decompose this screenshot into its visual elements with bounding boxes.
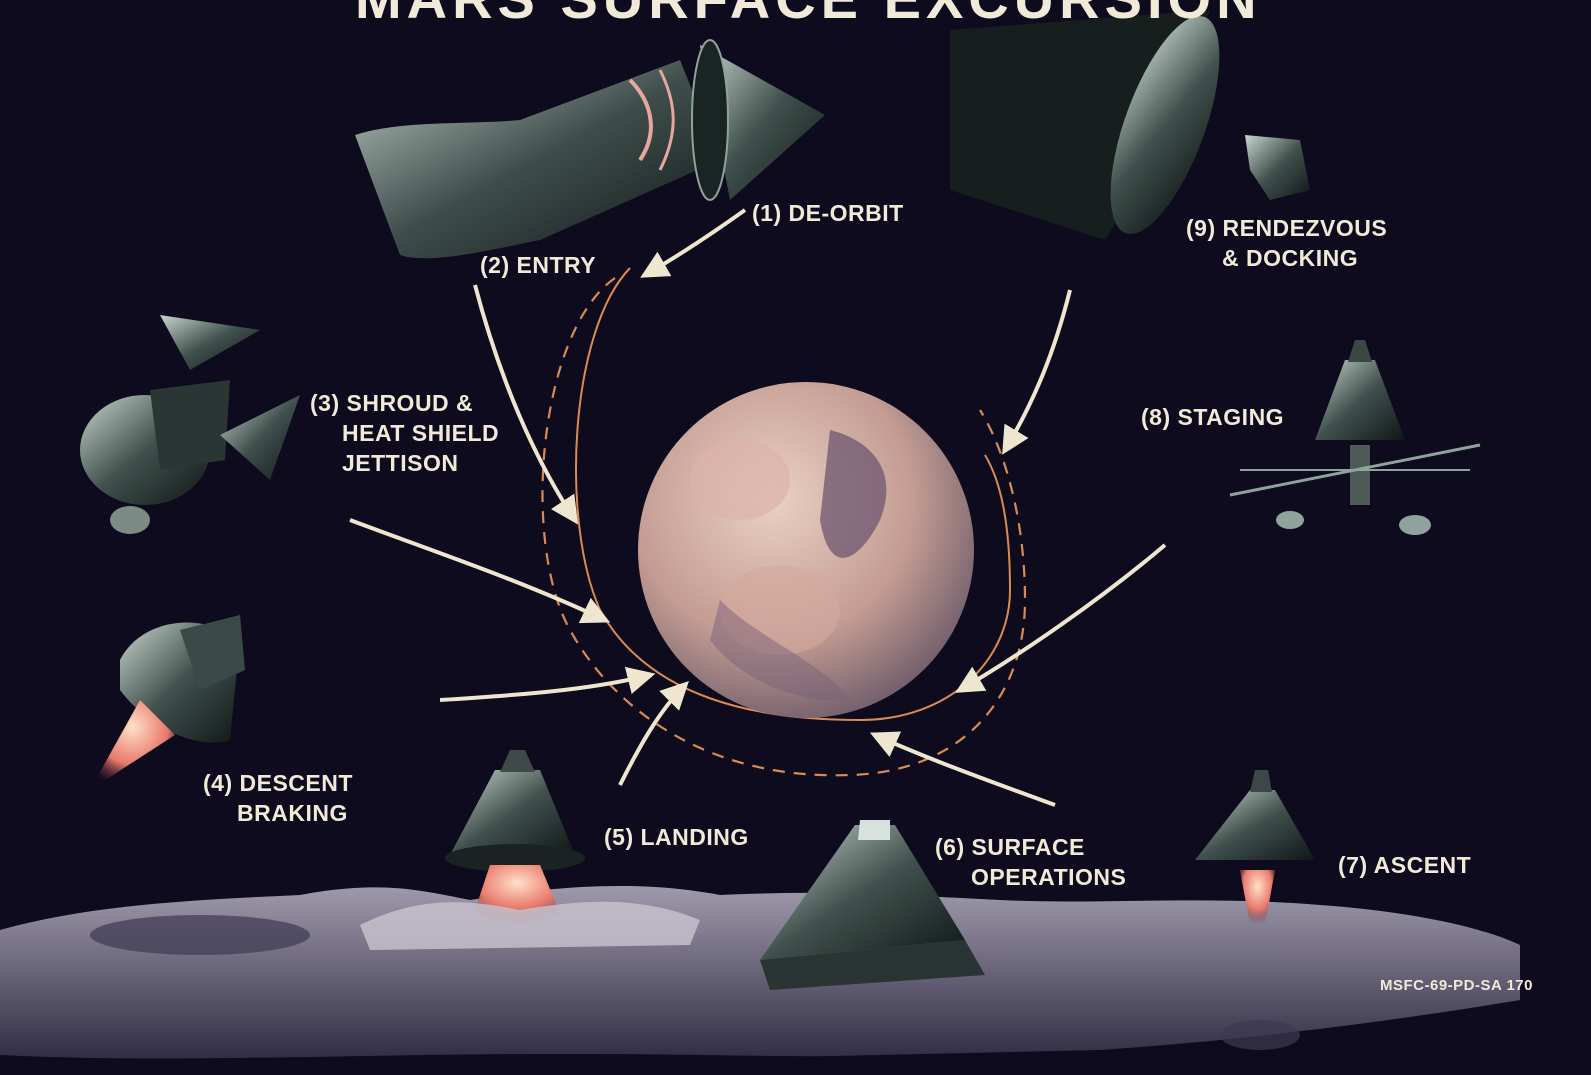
step-4-line-1: (4) DESCENT <box>203 770 353 796</box>
arrow-ascent <box>955 543 1167 693</box>
step-3-line-3: JETTISON <box>342 450 459 476</box>
flow-arrows <box>349 208 1167 807</box>
crater <box>90 915 310 955</box>
step-8-label: (8) STAGING <box>1141 402 1284 432</box>
step-1-label: (1) DE-ORBIT <box>752 198 904 228</box>
step-3-label: (3) SHROUD & HEAT SHIELD JETTISON <box>310 388 499 478</box>
landing-vehicle <box>360 750 700 950</box>
descent-orbit <box>541 277 1027 777</box>
step-6-line-1: (6) SURFACE <box>935 834 1085 860</box>
arrow-entry <box>473 284 579 525</box>
step-3-line-1: (3) SHROUD & <box>310 390 474 416</box>
step-3-line-2: HEAT SHIELD <box>342 420 500 446</box>
step-9-line-1: (9) RENDEZVOUS <box>1186 215 1388 241</box>
ascent-vehicle <box>1195 770 1315 925</box>
surface-vehicle <box>760 820 985 990</box>
jettison-vehicle <box>80 315 300 534</box>
crater <box>1220 1020 1300 1050</box>
image-code: MSFC-69-PD-SA 170 <box>1380 977 1533 994</box>
step-9-line-2: & DOCKING <box>1222 245 1359 271</box>
mars-planet <box>638 382 974 718</box>
arrow-staging <box>1002 289 1072 455</box>
arrow-deorbit <box>640 208 747 278</box>
step-4-line-2: BRAKING <box>237 800 348 826</box>
step-6-line-2: OPERATIONS <box>971 864 1127 890</box>
step-7-label: (7) ASCENT <box>1338 850 1471 880</box>
step-9-label: (9) RENDEZVOUS & DOCKING <box>1186 213 1387 273</box>
step-2-label: (2) ENTRY <box>480 250 596 280</box>
braking-vehicle <box>90 615 245 790</box>
step-7-line-1: (7) ASCENT <box>1338 852 1472 878</box>
step-5-label: (5) LANDING <box>604 822 749 852</box>
deorbit-vehicle <box>355 39 825 259</box>
arrow-landing <box>618 681 689 786</box>
arrow-jettison <box>349 518 611 624</box>
arrow-braking <box>439 666 656 702</box>
diagram-title: MARS SURFACE EXCURSION <box>355 0 1262 31</box>
step-2-line-1: (2) ENTRY <box>480 252 597 278</box>
step-6-label: (6) SURFACE OPERATIONS <box>935 832 1126 892</box>
step-8-line-1: (8) STAGING <box>1141 404 1285 430</box>
step-4-label: (4) DESCENT BRAKING <box>203 768 353 828</box>
step-1-line-1: (1) DE-ORBIT <box>752 200 904 226</box>
arrow-surface <box>869 731 1056 807</box>
rendezvous-vehicle <box>950 10 1310 240</box>
step-5-line-1: (5) LANDING <box>604 824 749 850</box>
staging-vehicle <box>1229 340 1481 535</box>
